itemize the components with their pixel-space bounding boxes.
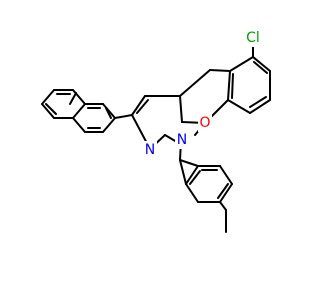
- double-bond-line: [189, 170, 201, 185]
- bond-line: [185, 165, 199, 185]
- chlorine-atom-label: Cl: [246, 30, 260, 46]
- bond-line: [131, 95, 146, 116]
- bond-line: [229, 56, 254, 72]
- bond-line: [179, 69, 211, 97]
- bond-line: [41, 89, 55, 105]
- bond-line: [219, 183, 233, 203]
- imine-nitrogen-atom-mask: [143, 141, 157, 159]
- bond-line: [102, 117, 116, 133]
- bond-line: [185, 183, 199, 203]
- bond-line: [72, 89, 86, 105]
- bond-line: [249, 99, 271, 114]
- oxygen-atom-label: O: [199, 115, 210, 131]
- bond-line: [41, 103, 55, 119]
- double-bond-line: [69, 92, 77, 105]
- double-bond-line: [249, 96, 267, 108]
- oxygen-atom-mask: [198, 114, 212, 132]
- double-bond-line: [231, 73, 234, 99]
- bond-line: [179, 95, 183, 123]
- bond-line: [252, 56, 271, 72]
- imine-nitrogen-atom-label: N: [145, 142, 155, 158]
- double-bond-line: [105, 107, 112, 119]
- chlorine-atom-mask: [242, 29, 264, 47]
- bond-line: [179, 159, 199, 167]
- double-bond-line: [253, 61, 268, 74]
- bond-line: [227, 99, 251, 114]
- bond-line: [114, 114, 133, 119]
- bond-line: [72, 103, 86, 119]
- ring-nitrogen-atom-mask: [175, 131, 189, 149]
- bond-line: [227, 70, 231, 101]
- bond-line: [72, 117, 86, 133]
- bond-line: [179, 159, 187, 185]
- bond-lines: [41, 46, 271, 233]
- double-bond-line: [217, 183, 229, 199]
- bond-line: [219, 201, 227, 211]
- bond-line: [219, 165, 233, 185]
- double-bond-line: [45, 103, 57, 115]
- double-bond-line: [136, 99, 149, 114]
- bond-line: [209, 69, 231, 72]
- bond-line: [102, 103, 116, 119]
- ring-nitrogen-atom-label: N: [177, 132, 187, 148]
